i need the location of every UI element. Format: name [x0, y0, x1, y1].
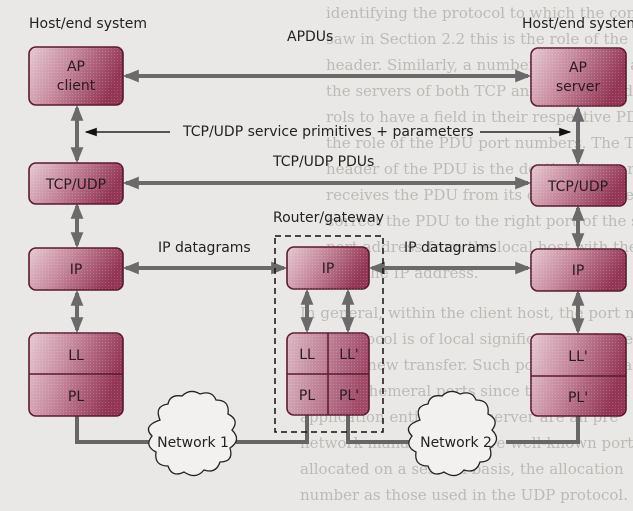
network-2-label: Network 2 [420, 435, 492, 451]
pl-label: PL [68, 389, 84, 405]
network-2-cloud: Network 2 [407, 390, 498, 477]
background-text-line: number as those used in the UDP protocol… [300, 486, 628, 504]
left-ap-client-box: AP client [28, 46, 124, 106]
client-label: client [57, 78, 96, 94]
tcp-udp-label: TCP/UDP [547, 179, 608, 195]
background-text-line: saw in Section 2.2 this is the role of t… [326, 30, 633, 48]
background-text-line: rols to have a field in their respective… [326, 108, 633, 126]
background-text-line: identifying the protocol to which the co… [326, 4, 633, 22]
router-network1-link [236, 415, 309, 444]
right-host-title: Host/end system [522, 16, 633, 32]
right-ll-pl-box: LL' PL' [530, 333, 627, 417]
right-ap-server-box: AP server [530, 47, 627, 107]
ap-label: AP [67, 59, 85, 75]
pl-prime-label: PL' [568, 390, 588, 406]
right-host-network2-link [506, 416, 580, 444]
left-host-title: Host/end system [29, 16, 147, 32]
tcp-udp-label: TCP/UDP [45, 177, 106, 193]
left-host-network1-link [75, 416, 150, 444]
network-1-cloud: Network 1 [147, 390, 238, 477]
left-ip-box: IP [28, 247, 124, 291]
ip-label: IP [70, 262, 83, 278]
tcp-pdus-label: TCP/UDP PDUs [272, 154, 374, 170]
background-text-line: the role of the PDU port numbers. The TC… [326, 134, 633, 152]
ip-datagrams-right-label: IP datagrams [404, 240, 497, 256]
background-text-line: correct the PDU to the right port of the… [326, 212, 633, 230]
router-boundary [274, 235, 384, 433]
left-tcp-udp-box: TCP/UDP [28, 162, 124, 205]
router-ll-prime-label: LL' [339, 347, 358, 363]
ap-label: AP [569, 60, 587, 76]
router-link-physical-box: LL LL' PL PL' [286, 332, 370, 416]
service-primitives-label: TCP/UDP service primitives + parameters [182, 124, 474, 140]
ip-label: IP [322, 261, 335, 277]
router-ll-label: LL [299, 347, 315, 363]
ll-label: LL [68, 348, 84, 364]
router-pl-prime-label: PL' [339, 388, 359, 404]
ip-datagrams-left-label: IP datagrams [158, 240, 251, 256]
left-ll-pl-box: LL PL [28, 332, 124, 417]
ip-label: IP [572, 263, 585, 279]
router-ip-box: IP [286, 246, 370, 290]
router-network2-link [346, 415, 410, 444]
server-label: server [556, 79, 601, 95]
right-tcp-udp-box: TCP/UDP [530, 164, 627, 207]
right-ip-box: IP [530, 248, 627, 292]
network-1-label: Network 1 [157, 435, 229, 451]
ll-prime-label: LL' [568, 349, 587, 365]
router-title: Router/gateway [273, 210, 384, 226]
apdus-label: APDUs [287, 29, 333, 45]
router-pl-label: PL [299, 388, 315, 404]
